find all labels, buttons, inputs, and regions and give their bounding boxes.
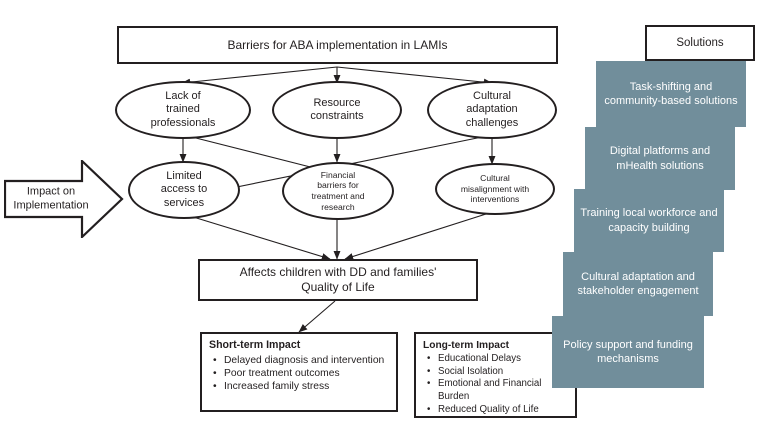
list-item: Emotional and Financial Burden [427,378,568,403]
short-term-list: Delayed diagnosis and intervention Poor … [209,354,389,394]
edge-title-to-cultural [336,66,493,86]
list-item: Increased family stress [213,380,389,393]
list-item: Reduced Quality of Life [427,404,568,417]
long-term-heading: Long-term Impact [423,340,510,351]
solution-card-4-label: Cultural adaptation and stakeholder enga… [577,270,699,297]
solution-card-2-label: Digital platforms and mHealth solutions [609,145,711,172]
solution-card-3-label: Training local workforce and capacity bu… [580,207,718,234]
solution-card-1: Task-shifting and community-based soluti… [596,61,746,127]
edge-group-outcome-to-impacts [298,300,336,333]
long-term-list: Educational Delays Social Isolation Emot… [423,353,568,416]
short-term-impact-box: Short-term Impact Delayed diagnosis and … [200,332,398,412]
solutions-header-label: Solutions [676,37,724,49]
solution-card-5: Policy support and funding mechanisms [552,316,704,388]
solution-card-1-label: Task-shifting and community-based soluti… [604,80,738,107]
list-item: Delayed diagnosis and intervention [213,354,389,367]
outcome-text: Affects children with DD and families'Qu… [239,265,437,294]
edge-limited-to-affects [189,215,331,260]
edge-misalign-to-affects [344,213,487,260]
solution-card-5-label: Policy support and funding mechanisms [563,338,693,365]
list-item: Educational Delays [427,353,568,366]
list-item: Social Isolation [427,366,568,379]
solution-card-3: Training local workforce and capacity bu… [574,189,724,252]
barriers-title-text: Barriers for ABA implementation in LAMIs [227,37,448,52]
edge-affects-to-shortterm [298,300,336,333]
barriers-title-box: Barriers for ABA implementation in LAMIs [117,26,558,64]
block-arrow-icon [4,160,124,238]
short-term-heading: Short-term Impact [209,339,301,351]
solution-card-4: Cultural adaptation and stakeholder enga… [563,252,713,316]
list-item: Poor treatment outcomes [213,367,389,380]
edge-group-secondary-to-outcome [189,213,487,260]
edge-title-to-lack [181,66,338,86]
outcome-box: Affects children with DD and families'Qu… [198,259,478,301]
solutions-header-box: Solutions [645,25,755,61]
solution-card-2: Digital platforms and mHealth solutions [585,127,735,190]
